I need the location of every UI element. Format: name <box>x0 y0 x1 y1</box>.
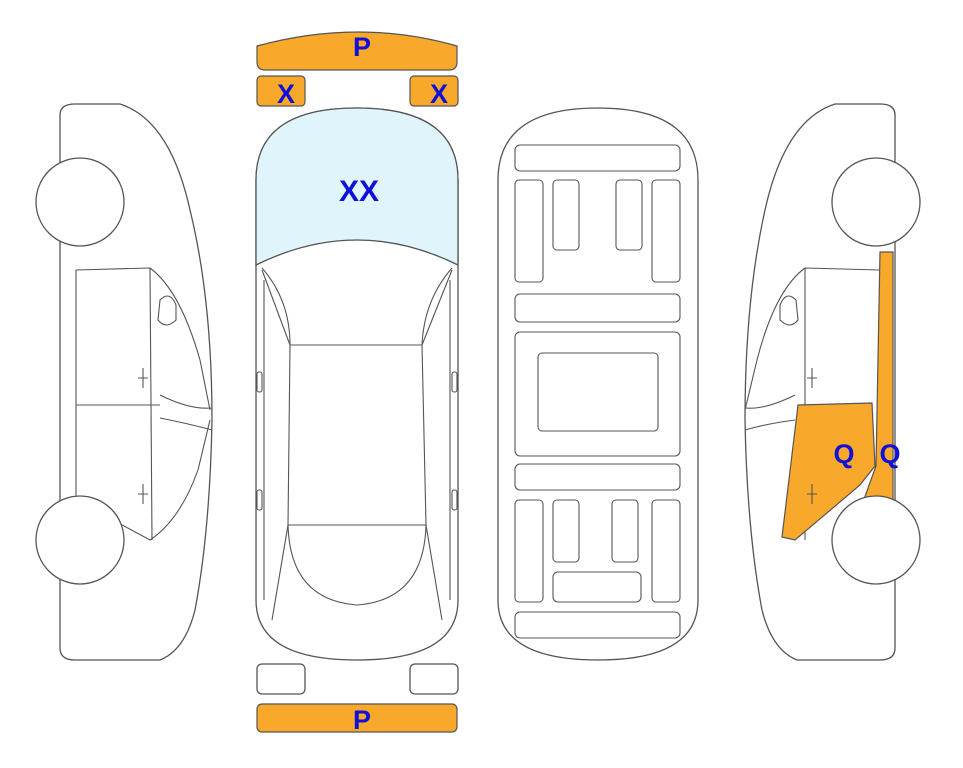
right-rear-door-damage <box>781 402 876 541</box>
car-top-view <box>255 31 459 733</box>
right-c-pillar-label: Q <box>879 439 900 469</box>
windshield-label: XX <box>339 175 379 208</box>
front-right-light-label: X <box>430 79 448 109</box>
right-rear-door-label: Q <box>833 439 854 469</box>
car-left-side-view <box>35 103 213 661</box>
front-bumper-damage <box>256 31 458 71</box>
front-left-light-label: X <box>277 79 295 109</box>
front-left-light-damage <box>256 75 306 107</box>
rear-bumper-damage <box>256 703 458 733</box>
car-right-side-view <box>744 103 921 661</box>
rear-bumper-label: P <box>353 705 371 735</box>
car-underbody-view <box>497 107 699 661</box>
front-right-light-damage <box>409 75 459 107</box>
front-bumper-label: P <box>353 32 371 62</box>
windshield-glass <box>255 107 459 267</box>
